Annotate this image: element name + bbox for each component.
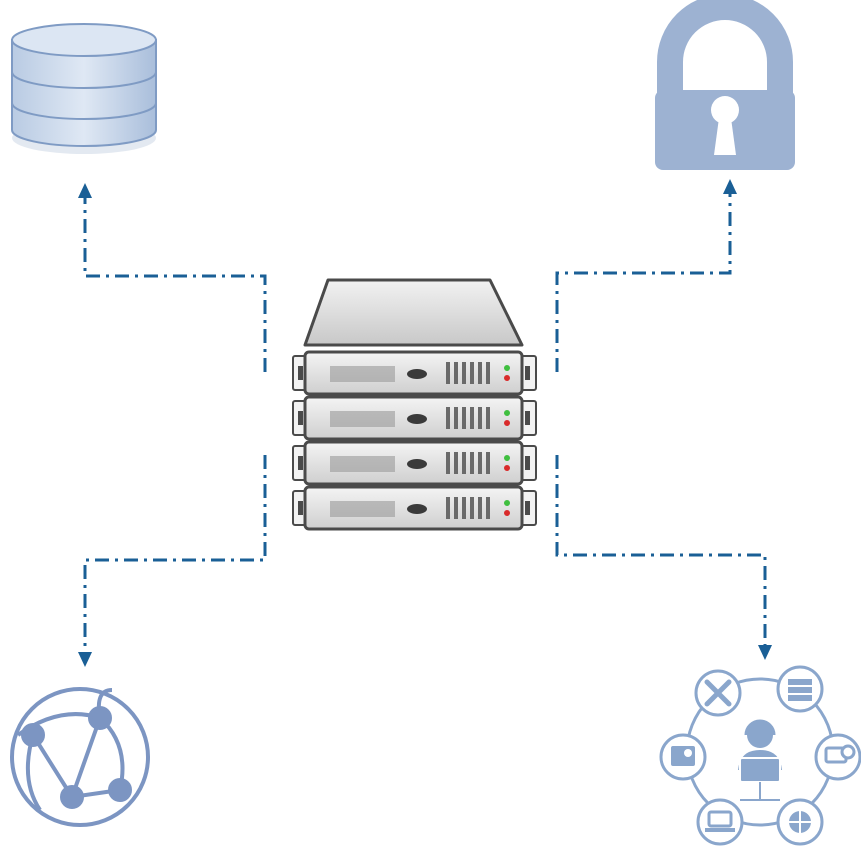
server-unit xyxy=(292,440,537,486)
monitoring-service-icon xyxy=(814,733,861,781)
laptop-service-icon xyxy=(696,798,744,846)
globe-network-icon xyxy=(10,687,150,827)
server-service-icon xyxy=(776,665,824,713)
server-unit xyxy=(292,395,537,441)
arrow-down-it-services xyxy=(758,645,772,660)
arrow-up-security xyxy=(723,179,737,194)
security-web-service-icon xyxy=(776,798,824,846)
arrow-up-database xyxy=(78,183,92,198)
server-unit xyxy=(292,350,537,396)
support-agent-icon xyxy=(738,719,782,801)
connector-security xyxy=(555,194,732,372)
server-unit xyxy=(292,485,537,531)
server-rack-icon xyxy=(292,278,537,531)
connector-it-services xyxy=(555,455,767,645)
tools-service-icon xyxy=(694,669,742,717)
connector-network xyxy=(83,455,267,652)
database-icon xyxy=(11,23,157,154)
it-support-services-icon xyxy=(659,665,861,846)
arrow-down-network xyxy=(78,652,92,667)
lock-icon xyxy=(655,0,795,170)
settings-service-icon xyxy=(659,733,707,781)
connector-database xyxy=(83,198,267,372)
